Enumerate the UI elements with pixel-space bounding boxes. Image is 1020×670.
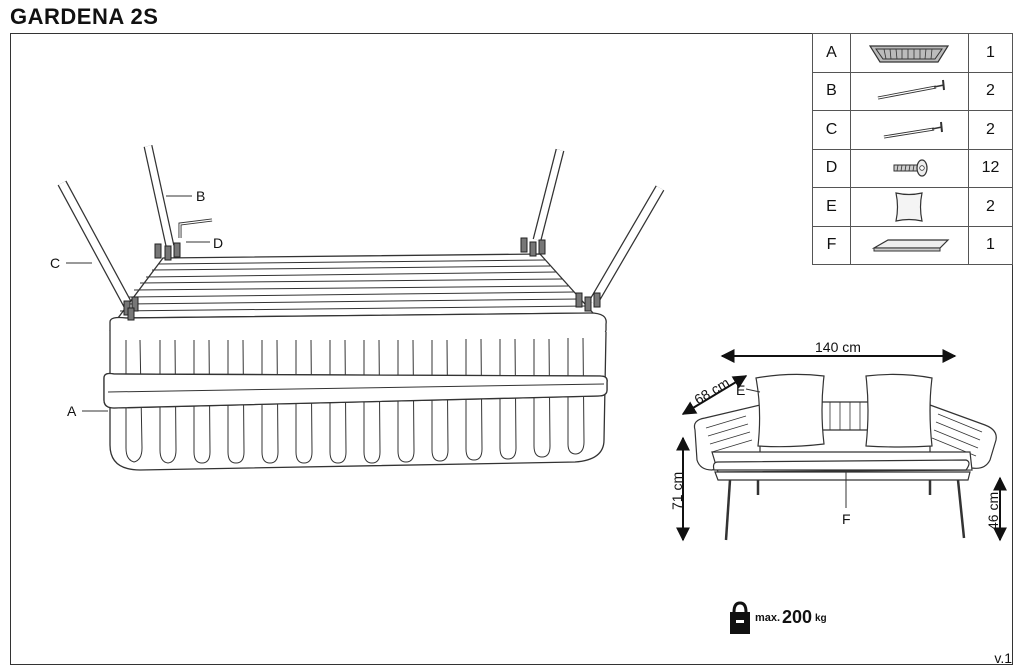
pillow-left [755,373,825,448]
height-label: 71 cm [669,472,685,510]
seat-frame-icon [850,33,969,73]
max-load-unit: kg [815,613,827,624]
part-letter: D [811,148,852,188]
diagram-frame [10,33,1013,665]
leg-front-left [57,180,133,308]
part-quantity: 2 [967,110,1014,150]
page-title: GARDENA 2S [10,4,159,29]
part-letter: C [811,110,852,150]
depth-arrow [681,375,748,415]
leg-front-right [588,185,665,306]
part-letter: B [811,71,852,111]
leg-back-left [143,145,175,247]
rattan-weave [125,337,585,464]
max-load-label: max. [755,612,781,624]
parts-row: F 1 [811,225,1014,265]
part-quantity: 1 [967,33,1014,73]
callout-a: A [67,403,77,419]
callout-e: E [736,382,745,398]
weight-icon [730,601,750,634]
part-quantity: 2 [967,71,1014,111]
callout-d: D [213,235,223,251]
long-leg-icon [850,71,969,111]
part-letter: E [811,187,852,227]
bolts-group [123,237,601,321]
part-letter: A [811,33,852,73]
leg-back-right [532,148,565,242]
part-letter: F [811,225,852,265]
callout-f: F [842,511,851,527]
parts-row: C 2 [811,110,1014,150]
dimension-lines [676,349,1007,542]
parts-row: A 1 [811,33,1014,73]
parts-table: A 1 B 2 [811,33,1014,265]
seat-slats [119,259,588,312]
pillow-icon [850,187,969,227]
max-load-badge: max. 200 kg [728,598,838,638]
assembled-sofa-drawing [693,373,997,541]
callout-c: C [50,255,60,271]
hex-key [178,218,213,238]
depth-label: 68 cm [691,374,732,407]
part-quantity: 12 [967,148,1014,188]
seat-cushion-icon [850,225,969,265]
seat-frame-drawing [57,145,665,471]
parts-row: E 2 [811,187,1014,227]
callout-b: B [196,188,205,204]
parts-row: B 2 [811,71,1014,111]
parts-row: D 12 [811,148,1014,188]
width-label: 140 cm [815,339,861,355]
part-quantity: 1 [967,225,1014,265]
version-label: v.1 [994,650,1012,666]
seat-height-label: 46 cm [985,492,1001,530]
max-load-value: 200 [782,607,813,627]
bolt-icon [850,148,969,188]
pillow-right [865,373,933,448]
